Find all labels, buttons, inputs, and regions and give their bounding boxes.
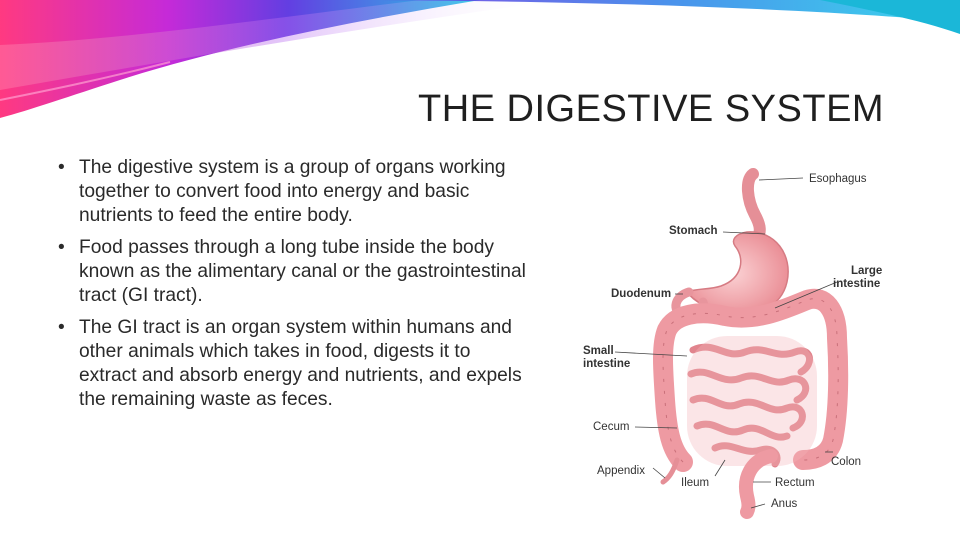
bullet-glyph: • xyxy=(58,157,65,178)
label-anus: Anus xyxy=(771,498,797,510)
appendix-shape xyxy=(660,457,680,485)
bullet-item: • The digestive system is a group of org… xyxy=(58,156,528,228)
label-large-intestine-line2: intestine xyxy=(833,278,880,290)
slide-title: THE DIGESTIVE SYSTEM xyxy=(418,88,885,130)
header-decoration xyxy=(0,0,960,118)
bullet-list: • The digestive system is a group of org… xyxy=(58,156,528,420)
bullet-text: The GI tract is an organ system within h… xyxy=(79,317,522,410)
label-colon: Colon xyxy=(831,456,861,468)
bullet-text: The digestive system is a group of organ… xyxy=(79,157,506,226)
large-intestine-shape xyxy=(653,288,849,472)
label-stomach: Stomach xyxy=(669,225,718,237)
digestive-system-diagram: Esophagus Stomach Large intestine Duoden… xyxy=(583,168,882,519)
esophagus-shape xyxy=(742,168,766,246)
label-large-intestine-line1: Large xyxy=(851,265,882,277)
label-duodenum: Duodenum xyxy=(611,288,671,300)
rectum-shape xyxy=(739,449,778,519)
label-ileum: Ileum xyxy=(681,477,709,489)
bullet-item: • The GI tract is an organ system within… xyxy=(58,316,528,412)
label-appendix: Appendix xyxy=(597,465,645,477)
label-esophagus: Esophagus xyxy=(809,173,867,185)
bullet-glyph: • xyxy=(58,317,65,338)
label-cecum: Cecum xyxy=(593,421,629,433)
label-small-intestine-line1: Small xyxy=(583,345,614,357)
bullet-text: Food passes through a long tube inside t… xyxy=(79,237,526,306)
label-small-intestine-line2: intestine xyxy=(583,358,630,370)
bullet-item: • Food passes through a long tube inside… xyxy=(58,236,528,308)
small-intestine-shape xyxy=(687,343,813,468)
label-rectum: Rectum xyxy=(775,477,815,489)
bullet-glyph: • xyxy=(58,237,65,258)
